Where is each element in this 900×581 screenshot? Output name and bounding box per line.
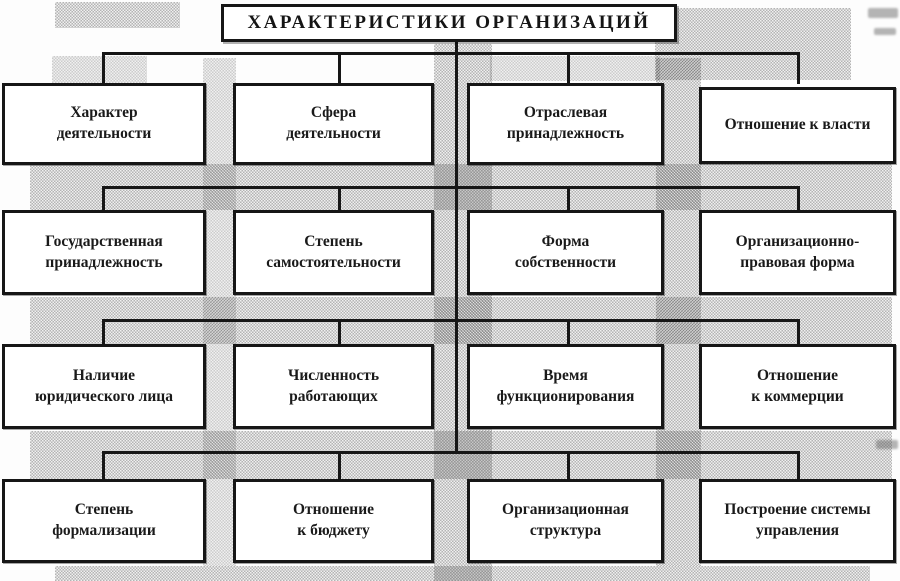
connector-line-row1-drop-2 bbox=[338, 52, 341, 84]
box-label: Отношение к коммерции bbox=[751, 366, 844, 405]
box-label: Характер деятельности bbox=[56, 104, 152, 142]
box-management-system-construction: Построение системы управления bbox=[699, 479, 896, 563]
box-label: Форма собственности bbox=[514, 232, 617, 271]
connector-line-row4-drop-4 bbox=[797, 451, 800, 480]
box-label: Организационная структура bbox=[502, 501, 629, 539]
scan-artifact bbox=[876, 440, 898, 449]
box-industry-affiliation: Отраслевая принадлежность bbox=[467, 83, 664, 165]
box-label: Организационно- правовая форма bbox=[735, 232, 860, 271]
connector-line-row1-drop-1 bbox=[102, 52, 105, 84]
connector-line-center-vertical bbox=[455, 39, 458, 454]
halftone-shade-row1-left bbox=[52, 56, 147, 83]
box-relation-to-budget: Отношение к бюджету bbox=[233, 479, 434, 563]
halftone-shade-top-left bbox=[55, 2, 180, 28]
halftone-shade-bottom bbox=[55, 566, 870, 581]
connector-line-row2-drop-1 bbox=[102, 186, 105, 211]
box-degree-of-independence: Степень самостоятельности bbox=[233, 210, 434, 295]
halftone-shade-row1-center bbox=[490, 56, 660, 81]
box-organizational-structure: Организационная структура bbox=[467, 479, 664, 563]
connector-line-row1-drop-3 bbox=[567, 52, 570, 84]
halftone-shade-gap-col1-col2 bbox=[203, 58, 236, 566]
connector-line-row1-drop-4 bbox=[797, 52, 800, 84]
connector-line-row3-drop-2 bbox=[338, 319, 341, 345]
box-label: Степень формализации bbox=[52, 501, 156, 539]
connector-line-row4-drop-2 bbox=[338, 451, 341, 480]
scan-artifact bbox=[874, 28, 896, 35]
connector-line-row3-drop-1 bbox=[102, 319, 105, 345]
box-label: Отношение к власти bbox=[724, 116, 871, 134]
halftone-shade-top-right bbox=[655, 8, 851, 80]
diagram-title: ХАРАКТЕРИСТИКИ ОРГАНИЗАЦИЙ bbox=[247, 12, 651, 33]
box-sphere-of-activity: Сфера деятельности bbox=[233, 83, 434, 165]
box-label: Государственная принадлежность bbox=[45, 232, 163, 271]
box-relation-to-commerce: Отношение к коммерции bbox=[699, 344, 896, 429]
connector-line-row2-drop-2 bbox=[338, 186, 341, 211]
box-label: Отношение к бюджету bbox=[292, 501, 375, 539]
connector-line-row4-drop-1 bbox=[102, 451, 105, 480]
halftone-shade-band-3 bbox=[30, 431, 892, 479]
box-label: Сфера деятельности bbox=[286, 104, 381, 142]
box-label: Степень самостоятельности bbox=[266, 232, 401, 271]
connector-line-row3-horizontal bbox=[102, 319, 800, 322]
box-label: Построение системы управления bbox=[724, 501, 871, 539]
scan-artifact bbox=[868, 8, 898, 18]
box-time-of-functioning: Время функционирования bbox=[467, 344, 664, 429]
connector-line-row3-drop-3 bbox=[567, 319, 570, 345]
box-label: Наличие юридического лица bbox=[35, 366, 173, 405]
box-relation-to-authority: Отношение к власти bbox=[699, 87, 896, 164]
box-degree-of-formalization: Степень формализации bbox=[2, 479, 206, 563]
box-number-of-employees: Численность работающих bbox=[233, 344, 434, 429]
box-label: Отраслевая принадлежность bbox=[506, 104, 625, 142]
connector-line-row4-drop-3 bbox=[567, 451, 570, 480]
box-state-affiliation: Государственная принадлежность bbox=[2, 210, 206, 295]
box-label: Время функционирования bbox=[496, 366, 635, 405]
connector-line-row2-horizontal bbox=[102, 186, 800, 189]
connector-line-row3-drop-4 bbox=[797, 319, 800, 345]
connector-line-row2-drop-4 bbox=[797, 186, 800, 211]
box-form-of-ownership: Форма собственности bbox=[467, 210, 664, 295]
box-legal-entity-presence: Наличие юридического лица bbox=[2, 344, 206, 429]
connector-line-row4-horizontal bbox=[102, 451, 800, 454]
connector-line-row2-drop-3 bbox=[567, 186, 570, 211]
box-label: Численность работающих bbox=[287, 366, 380, 405]
diagram-title-box: ХАРАКТЕРИСТИКИ ОРГАНИЗАЦИЙ bbox=[221, 4, 677, 42]
connector-line-row1-horizontal bbox=[102, 52, 800, 55]
box-organizational-legal-form: Организационно- правовая форма bbox=[699, 210, 896, 295]
box-character-of-activity: Характер деятельности bbox=[2, 83, 206, 165]
